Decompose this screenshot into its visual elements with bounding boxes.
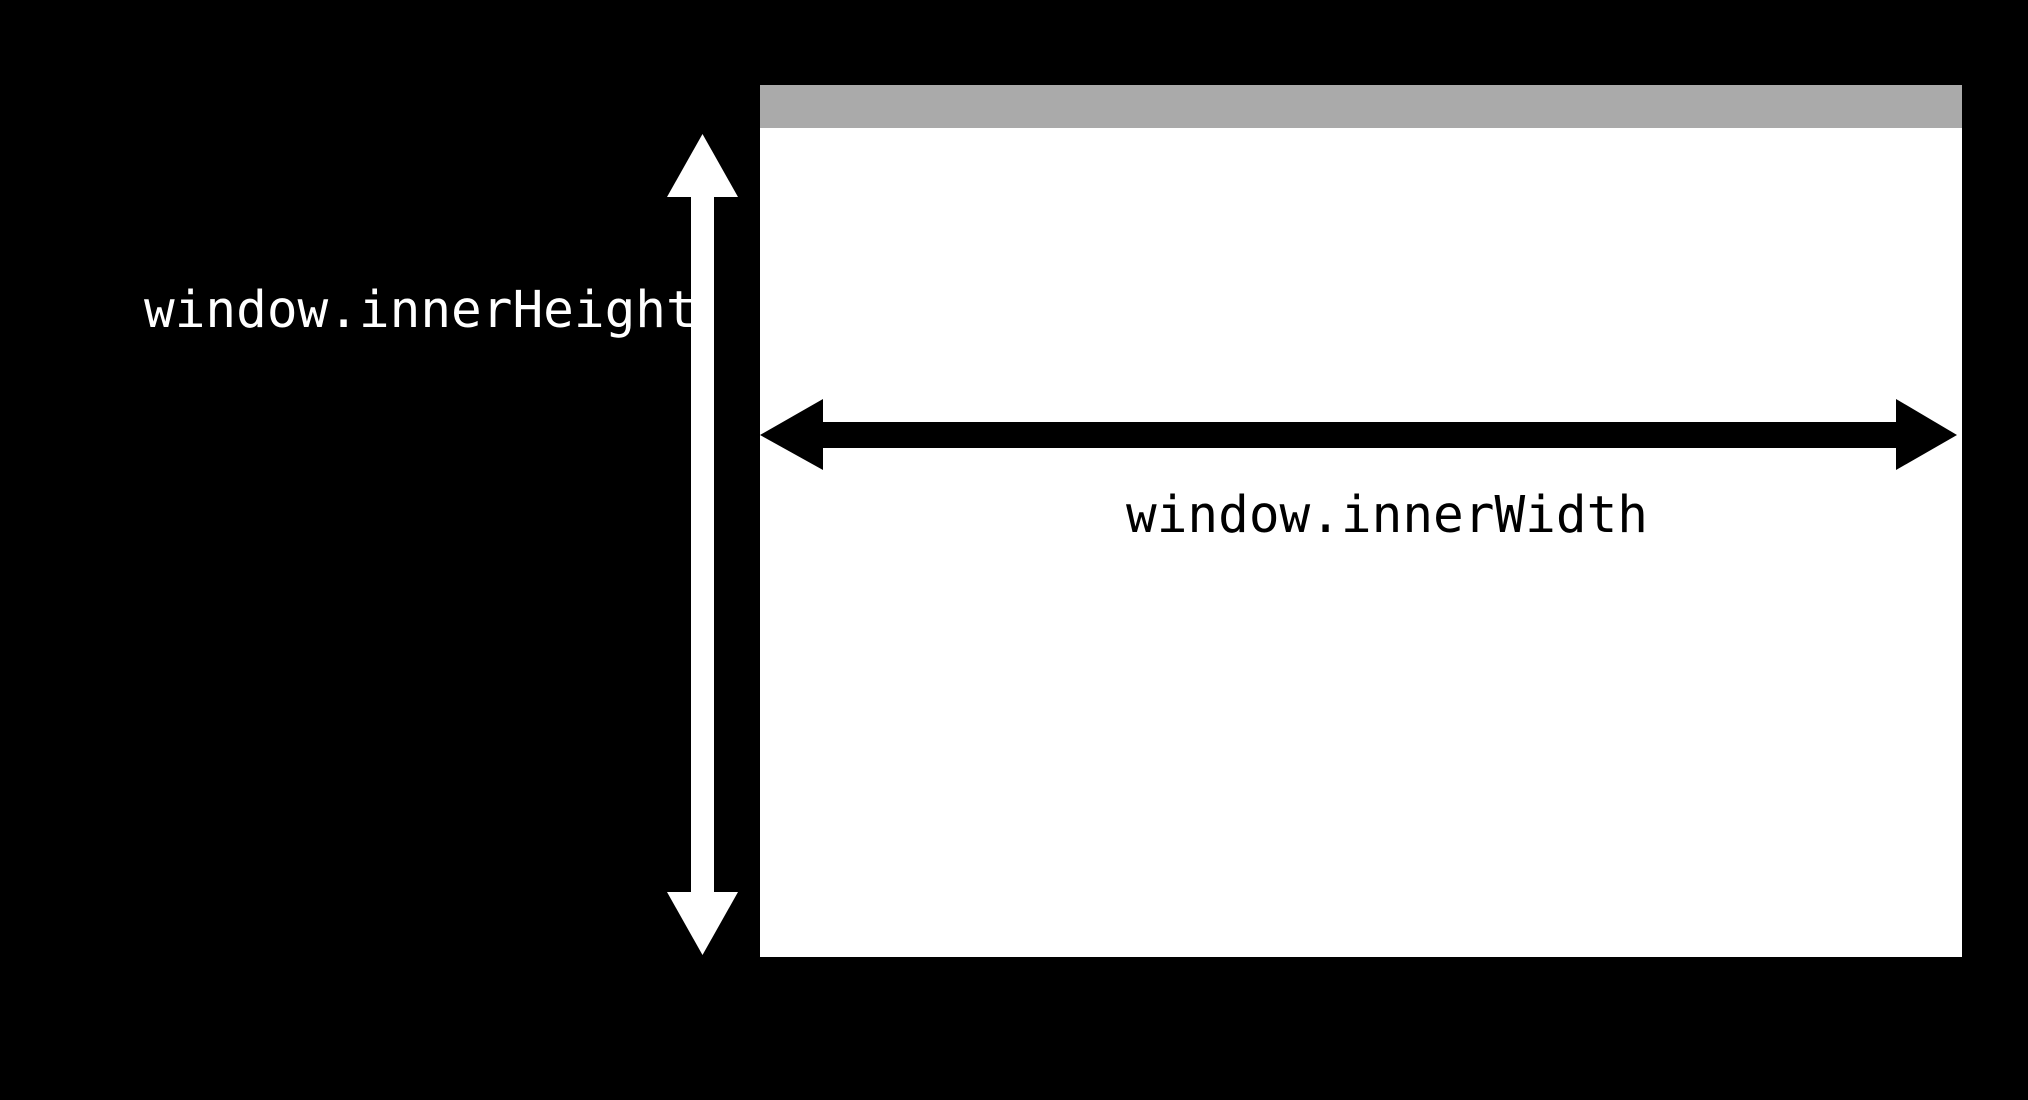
inner-width-label: window.innerWidth: [1126, 486, 1648, 545]
inner-height-label: window.innerHeight: [144, 281, 697, 340]
browser-titlebar: [760, 85, 1962, 128]
browser-window-mock: [760, 85, 1962, 957]
inner-height-measure-arrow: [667, 134, 738, 955]
browser-viewport: [760, 128, 1962, 957]
